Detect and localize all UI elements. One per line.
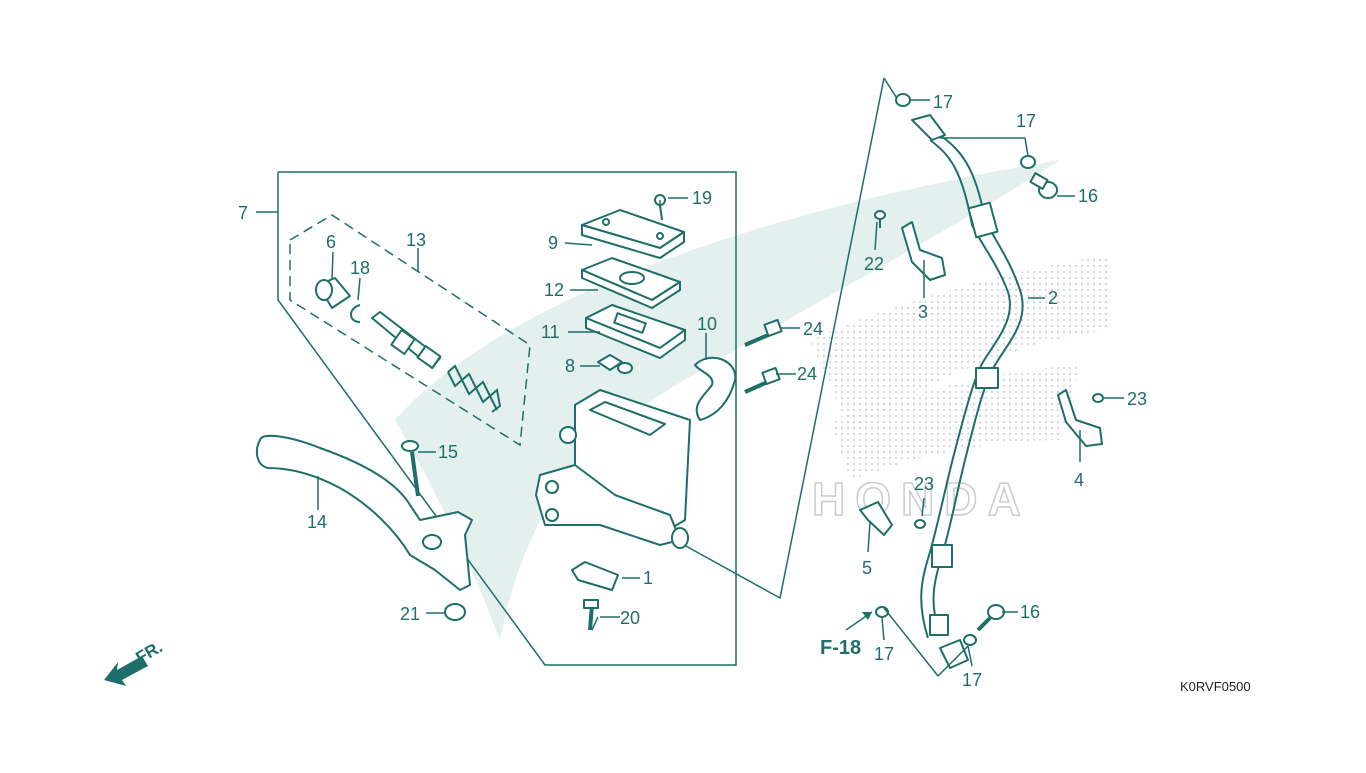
bolt-part-22 [874,210,886,228]
callout-17-d: 17 [962,670,982,690]
clamp-part-3 [901,221,946,281]
callout-4: 4 [1074,470,1084,490]
pivot-bolt-part-15 [401,440,420,497]
callout-5: 5 [862,558,872,578]
callout-17-a: 17 [933,92,953,112]
callout-23-lower: 23 [914,474,934,494]
callout-24-upper: 24 [803,319,823,339]
assembly-frame-7 [256,171,737,666]
callout-24-lower: 24 [797,364,817,384]
callout-18: 18 [350,258,370,278]
callout-13: 13 [406,230,426,250]
reference-arrow-icon [862,612,872,620]
clamp-part-4 [1057,389,1103,447]
callout-17-b: 17 [1016,111,1036,131]
reference-label: F-18 [820,637,861,659]
callout-19: 19 [692,188,712,208]
callout-14: 14 [307,512,327,532]
bolt-part-24-lower [744,366,781,394]
callout-11: 11 [541,322,560,342]
front-arrow-icon [104,656,148,686]
callout-6: 6 [326,232,336,252]
float-part-8 [597,354,633,374]
bolt-part-24-upper [744,318,783,347]
callout-3: 3 [918,302,928,322]
banjo-bolt-part-16-lower [976,604,1005,632]
spring-part [447,364,502,413]
bolt-part-23-lower [914,519,926,529]
callout-2: 2 [1048,288,1058,308]
callout-23-upper: 23 [1127,389,1147,409]
washer-part-17-c [875,606,889,618]
piston-set-frame-13 [289,214,531,447]
leader-lines [317,99,1124,677]
banjo-bolt-part-16-upper [1029,172,1058,199]
nut-part-21 [444,603,466,621]
callout-16-upper: 16 [1078,186,1098,206]
diagram-code: K0RVF0500 [1180,679,1251,694]
master-cylinder-body [535,389,691,549]
brake-lever-part-14 [255,434,473,591]
callout-1: 1 [643,568,653,588]
callout-21: 21 [400,604,420,624]
washer-part-17-b [1020,155,1036,169]
holder-part-10 [694,356,737,421]
callout-17-c: 17 [874,644,894,664]
diaphragm-part-11 [585,304,686,359]
plate-part-12 [581,257,681,309]
honda-watermark: HONDA [395,160,1110,640]
callout-9: 9 [548,233,558,253]
callout-20: 20 [620,608,640,628]
washer-part-17-d [963,634,977,646]
callout-labels: 1 2 3 4 5 6 7 8 9 10 11 12 13 14 15 16 1… [238,92,1147,690]
front-direction-indicator: FR. [104,637,166,686]
callout-12: 12 [544,280,564,300]
washer-part-17-a [895,93,911,107]
callout-8: 8 [565,356,575,376]
reference-f18: F-18 [820,611,873,659]
callout-10: 10 [697,314,717,334]
hose-group-frame [674,77,899,600]
boot-part-6 [315,277,351,309]
bolt-part-23-upper [1092,393,1104,403]
callout-22: 22 [864,254,884,274]
callout-16-lower: 16 [1020,602,1040,622]
switch-part-1 [571,561,619,591]
reservoir-cap-part-9 [581,209,685,259]
watermark-text: HONDA [812,473,1031,525]
brake-hose-part-2 [911,114,1024,669]
callout-15: 15 [438,442,458,462]
piston-part [371,311,442,369]
screw-part-20 [583,599,599,631]
callout-7: 7 [238,203,248,223]
circlip-part-18 [350,304,361,323]
clamp-part-5 [859,501,893,536]
